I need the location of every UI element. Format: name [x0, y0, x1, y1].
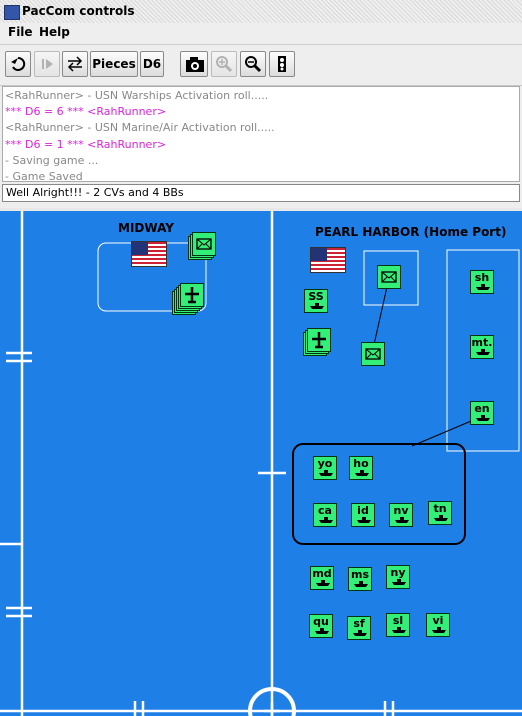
ship-piece-yo[interactable]: yo — [313, 456, 337, 480]
piece-label: id — [357, 504, 369, 517]
ship-icon — [434, 515, 448, 521]
map-grid-lines — [0, 211, 522, 716]
zoom-out-icon — [245, 56, 262, 73]
ship-icon — [315, 628, 329, 634]
piece-label: sh — [474, 271, 490, 284]
ship-piece-mt[interactable]: mt. — [470, 335, 494, 359]
traffic-light-button[interactable] — [269, 51, 295, 77]
ship-icon — [353, 630, 367, 636]
transport-piece[interactable] — [361, 342, 385, 366]
ship-piece-md[interactable]: md — [310, 566, 334, 590]
zoom-in-button[interactable] — [211, 51, 237, 77]
us-flag-pearl — [310, 247, 346, 273]
piece-label: tn — [433, 502, 447, 515]
app-icon — [4, 5, 20, 20]
zoom-in-icon — [216, 56, 233, 73]
chat-log: <RahRunner> - USN Warships Activation ro… — [2, 86, 520, 182]
step-forward-icon — [42, 59, 53, 69]
piece-label: vi — [432, 614, 444, 627]
ship-icon — [357, 517, 371, 523]
transport-piece[interactable] — [377, 265, 401, 289]
ship-icon — [354, 581, 368, 587]
chat-line: *** D6 = 1 *** <RahRunner> — [5, 137, 167, 151]
menu-help[interactable]: Help — [39, 25, 70, 39]
undo-icon — [11, 56, 26, 71]
zoom-out-button[interactable] — [240, 51, 266, 77]
ship-piece-sl[interactable]: sl — [386, 613, 410, 637]
chat-line: - Saving game ... — [5, 153, 99, 167]
chat-input[interactable]: Well Alright!!! - 2 CVs and 4 BBs — [2, 184, 520, 202]
ship-piece-vi[interactable]: vi — [426, 613, 450, 637]
toolbar: Pieces D6 — [0, 44, 522, 86]
ship-icon — [432, 627, 446, 633]
piece-label: sl — [392, 614, 404, 627]
air-stack-pearl[interactable] — [303, 328, 331, 356]
d6-button[interactable]: D6 — [140, 51, 164, 77]
camera-icon — [186, 57, 204, 72]
piece-label: md — [312, 567, 332, 580]
air-stack-midway[interactable] — [172, 283, 204, 315]
ship-piece-nv[interactable]: nv — [389, 503, 413, 527]
chat-line: <RahRunner> - USN Warships Activation ro… — [5, 89, 269, 102]
ship-icon — [392, 579, 406, 585]
ship-icon — [395, 517, 409, 523]
ship-icon — [316, 580, 330, 586]
piece-label: ca — [318, 504, 332, 517]
airplane-icon — [185, 287, 199, 304]
window-title: PacCom controls — [22, 4, 135, 18]
envelope-icon — [381, 271, 397, 283]
us-flag-midway — [131, 241, 167, 267]
piece-label: en — [474, 402, 490, 415]
transport-stack-midway[interactable] — [188, 232, 216, 260]
ship-icon — [476, 349, 490, 355]
ship-piece-id[interactable]: id — [351, 503, 375, 527]
piece-label: sf — [353, 617, 365, 630]
chat-line: *** D6 = 6 *** <RahRunner> — [5, 105, 167, 119]
ship-piece-sh[interactable]: sh — [470, 270, 494, 294]
midway-label: MIDWAY — [118, 221, 174, 235]
chat-line: <RahRunner> - USN Marine/Air Activation … — [5, 121, 275, 135]
game-map[interactable]: MIDWAY PEARL HARBOR (Home Port) SS — [0, 208, 522, 716]
airplane-icon — [312, 332, 326, 349]
ship-piece-en[interactable]: en — [470, 401, 494, 425]
ship-icon — [310, 303, 324, 309]
ship-icon — [476, 284, 490, 290]
ship-icon — [319, 470, 333, 476]
ship-piece-qu[interactable]: qu — [309, 614, 333, 638]
piece-label: ho — [353, 457, 369, 470]
piece-label: nv — [393, 504, 409, 517]
piece-label: qu — [313, 615, 329, 628]
piece-label: ny — [390, 566, 406, 579]
sync-button[interactable] — [62, 51, 88, 77]
ship-icon — [476, 415, 490, 421]
envelope-icon — [196, 238, 212, 250]
ship-piece-tn[interactable]: tn — [428, 501, 452, 525]
camera-button[interactable] — [180, 51, 208, 77]
step-forward-button[interactable] — [34, 51, 60, 77]
piece-label: mt. — [471, 336, 493, 349]
pieces-button[interactable]: Pieces — [90, 51, 138, 77]
ship-icon — [392, 627, 406, 633]
title-bar: PacCom controls — [0, 0, 522, 23]
ship-piece-ms[interactable]: ms — [348, 567, 372, 591]
traffic-light-icon — [278, 56, 286, 72]
piece-label: ms — [350, 568, 369, 581]
piece-label: SS — [308, 290, 324, 303]
undo-button[interactable] — [5, 51, 31, 77]
ship-piece-ny[interactable]: ny — [386, 565, 410, 589]
submarine-piece[interactable]: SS — [304, 289, 328, 313]
ship-piece-ca[interactable]: ca — [313, 503, 337, 527]
ship-piece-ho[interactable]: ho — [349, 456, 373, 480]
ship-icon — [355, 470, 369, 476]
menu-bar: File Help — [0, 23, 522, 43]
envelope-icon — [365, 348, 381, 360]
menu-file[interactable]: File — [8, 25, 33, 39]
ship-icon — [319, 517, 333, 523]
piece-label: yo — [317, 457, 333, 470]
ship-piece-sf[interactable]: sf — [347, 616, 371, 640]
chat-line: - Game Saved — [5, 170, 83, 182]
swap-arrows-icon — [67, 56, 83, 72]
pearl-harbor-label: PEARL HARBOR (Home Port) — [315, 225, 507, 239]
